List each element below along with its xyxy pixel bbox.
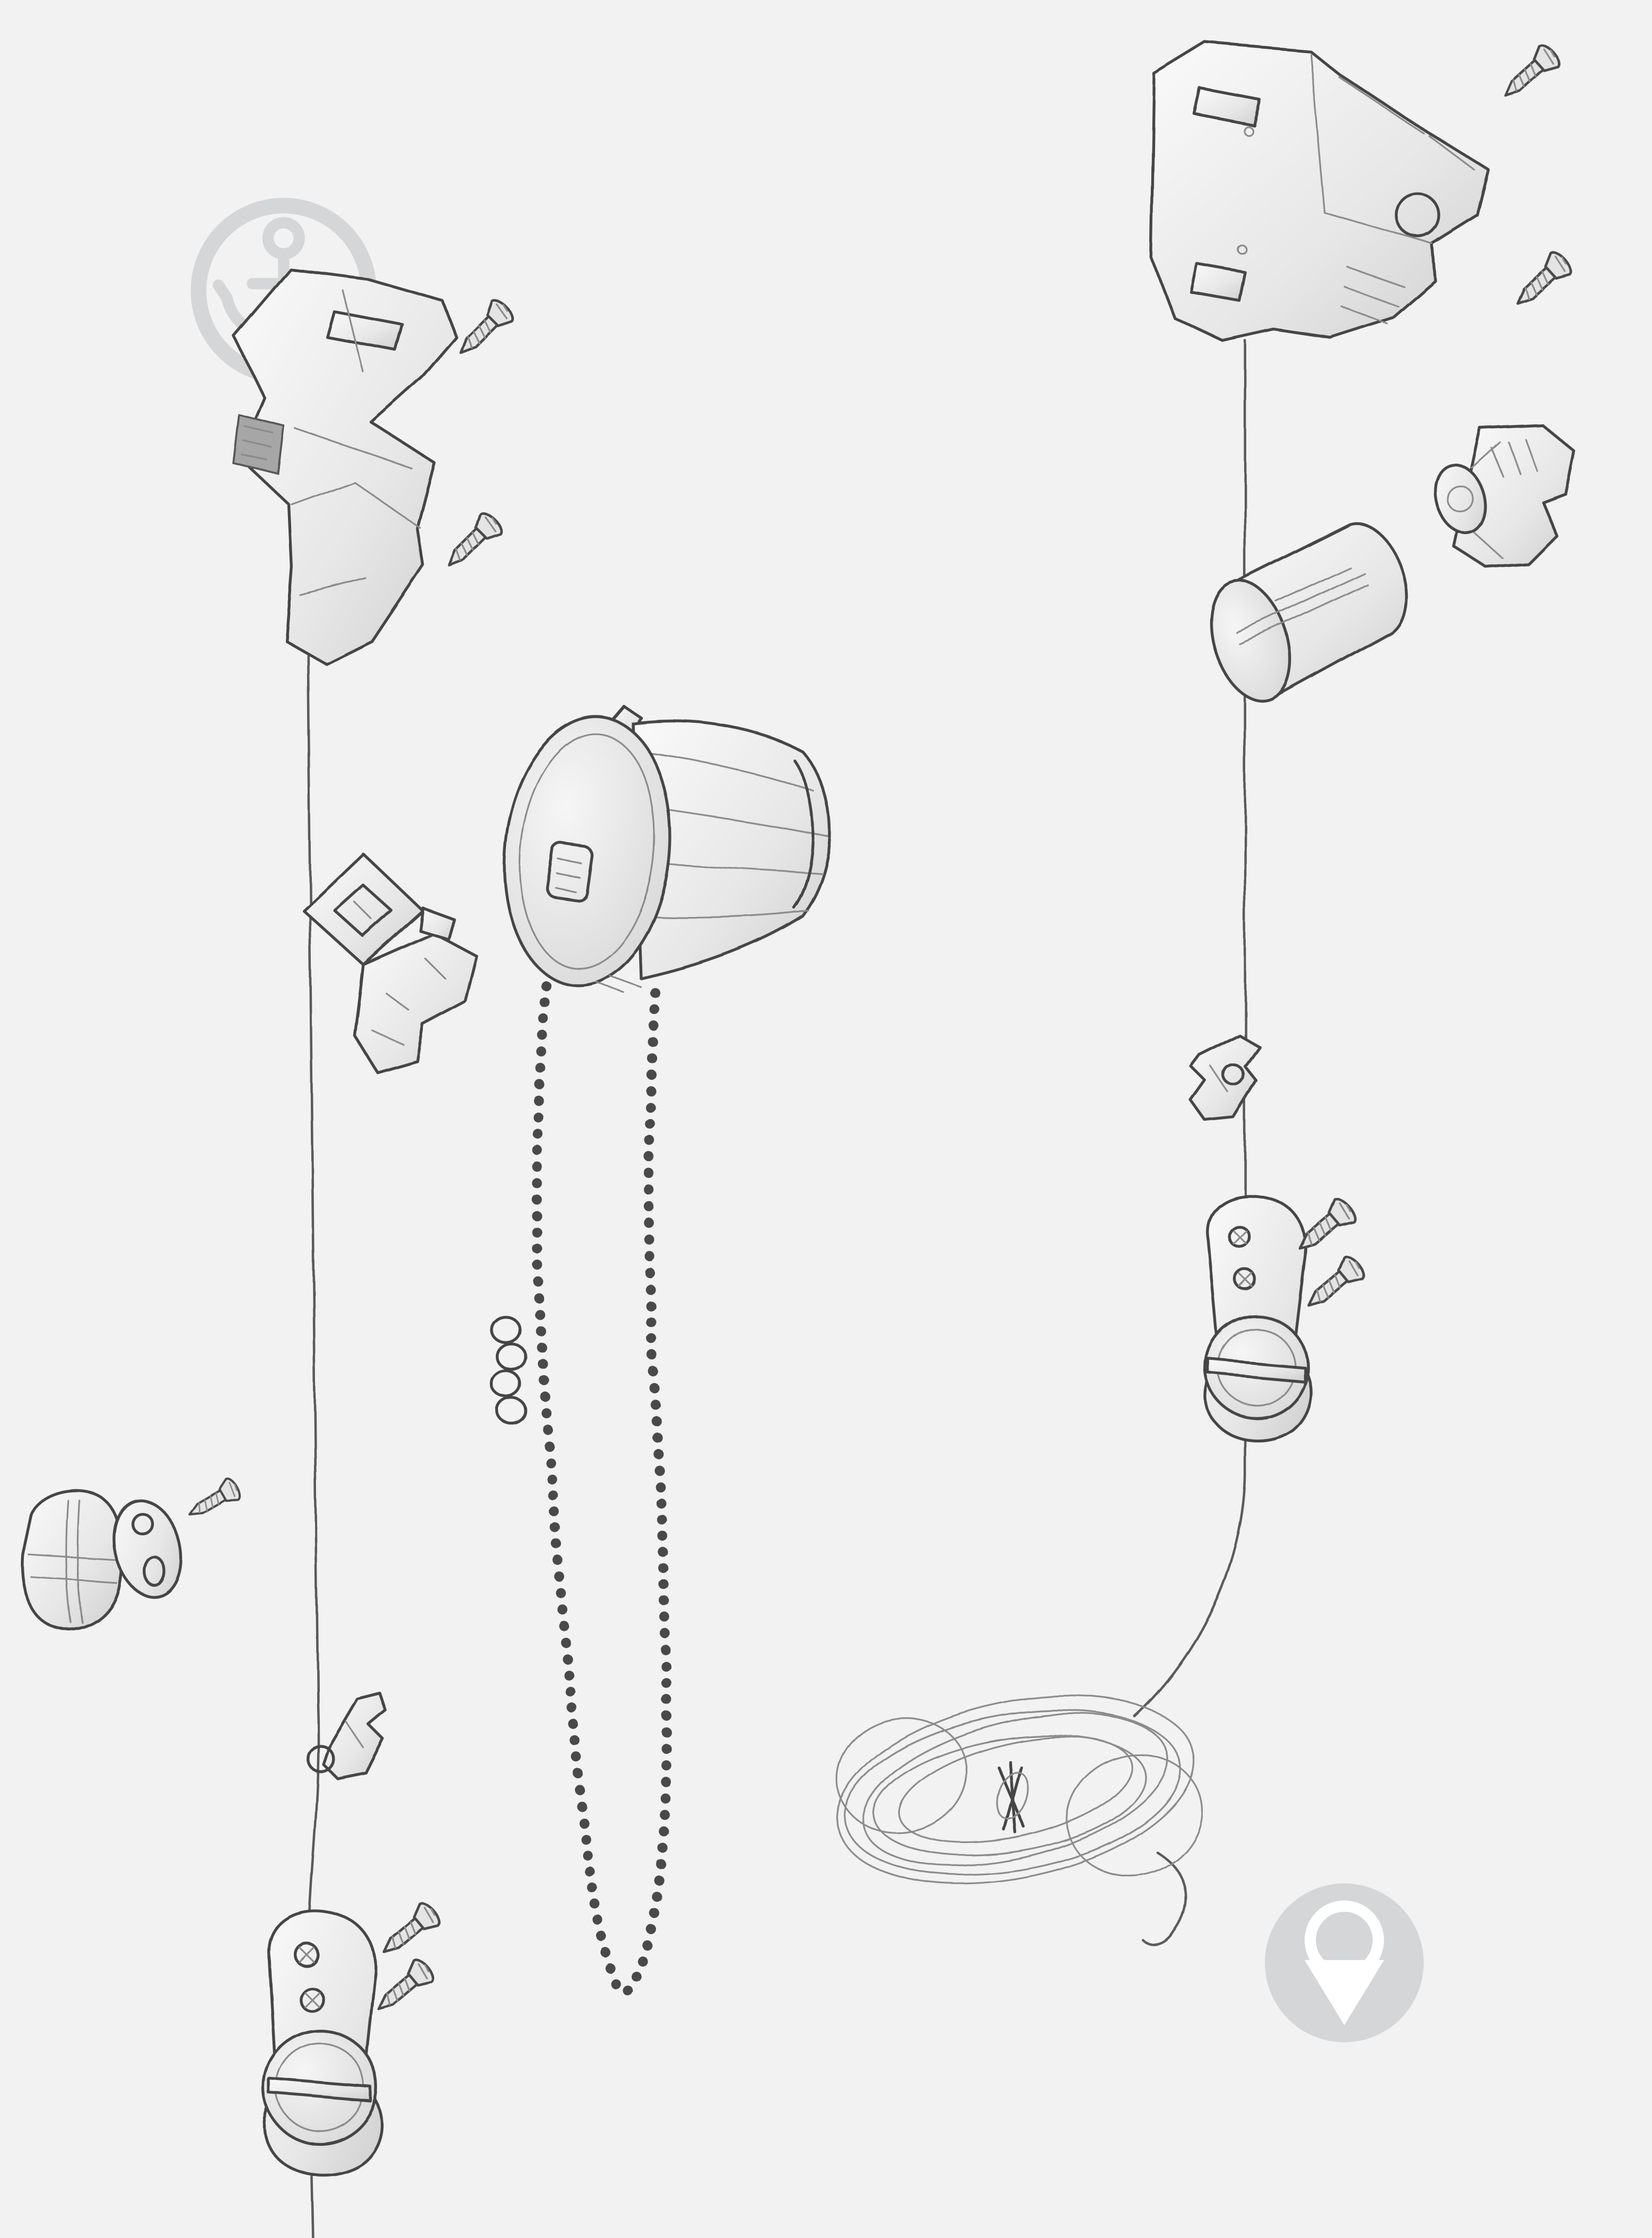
left-bracket-screw-lower	[369, 1956, 437, 2020]
right-mounting-screw-lower	[1507, 249, 1574, 313]
idle-end-bracket	[1434, 424, 1576, 569]
watermark-plumb-badge	[1265, 1883, 1424, 2042]
sketch-layer	[21, 41, 1576, 2238]
coil-knot	[996, 1760, 1029, 1834]
end-bracket-tube	[1434, 463, 1488, 536]
clip-eyelet	[1222, 1063, 1245, 1087]
embossed-logo	[546, 842, 594, 902]
bracket-hole-upper	[1228, 1225, 1251, 1248]
cone-end-cap	[792, 758, 815, 910]
left-cord-tension-clip	[306, 1692, 387, 1780]
right-bracket-screw-lower	[1299, 1253, 1367, 1316]
left-mounting-screw-upper	[451, 298, 517, 363]
bracket-slot-lower	[1190, 262, 1247, 302]
bracket-hole-upper	[293, 1942, 319, 1968]
cover-plate-screw	[184, 1477, 243, 1525]
bead-chain-loop	[531, 981, 672, 2002]
guide-tab	[418, 906, 456, 941]
right-mounting-screw-upper	[1496, 42, 1563, 106]
bracket-slot	[326, 310, 405, 352]
bracket-boss	[1395, 193, 1441, 239]
bracket-hole-lower	[1234, 1267, 1257, 1291]
right-cord-clip	[1190, 1034, 1261, 1122]
drive-clutch-cone	[502, 705, 832, 994]
bracket-hole-lower	[299, 1987, 325, 2013]
chain-guide-plate	[302, 852, 478, 1074]
cord-guide-block	[21, 1489, 124, 1631]
plumb-point-icon	[1304, 1960, 1384, 2025]
coil-left-loop	[836, 1717, 968, 1834]
plate-hole-oval	[143, 1555, 166, 1587]
chain-connector	[491, 1316, 528, 1426]
right-bottom-cord-bracket	[1204, 1194, 1312, 1443]
right-top-corner-bracket	[1150, 41, 1491, 342]
left-bottom-cord-bracket	[262, 1909, 384, 2177]
plate-hole-round	[130, 1511, 153, 1535]
right-lift-cord	[1133, 339, 1246, 1946]
left-top-mounting-bracket	[231, 268, 458, 666]
left-lift-cord	[306, 651, 320, 2238]
clutch-disc	[502, 715, 672, 987]
plug-face	[1209, 579, 1292, 703]
oval-cover-plate	[112, 1498, 183, 1599]
left-mounting-screw-lower	[440, 510, 505, 576]
knob-slot	[268, 2077, 373, 2103]
coil-right-loop	[1066, 1754, 1203, 1877]
clip-eyelet	[306, 1744, 335, 1773]
knob-slot	[1207, 1357, 1306, 1383]
roller-end-plug	[1209, 522, 1408, 703]
coiled-cord	[836, 1695, 1203, 1885]
bracket-slot-upper	[1192, 86, 1261, 127]
left-bracket-screw-upper	[375, 1900, 443, 1963]
